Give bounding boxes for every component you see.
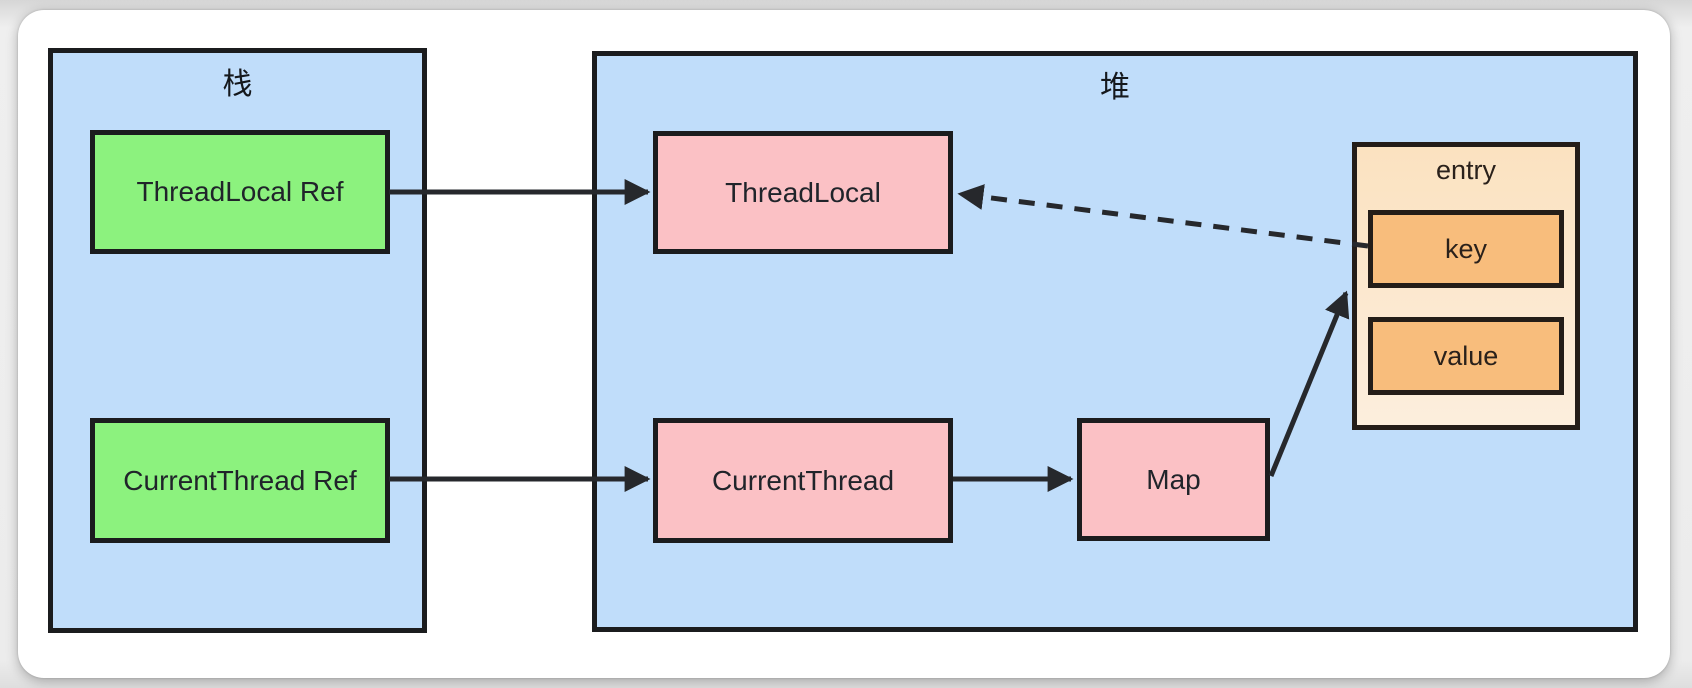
node-map: Map [1077, 418, 1270, 541]
entry-field-key: key [1368, 210, 1564, 288]
node-threadlocal-ref: ThreadLocal Ref [90, 130, 390, 254]
node-threadlocal: ThreadLocal [653, 131, 953, 254]
node-entry-title: entry [1435, 155, 1497, 185]
entry-field-value-label: value [1433, 340, 1499, 371]
node-currentthread-ref-label: CurrentThread Ref [123, 464, 357, 496]
heap-region-title: 堆 [1100, 71, 1130, 104]
node-threadlocal-label: ThreadLocal [725, 176, 881, 208]
stack-region-title: 栈 [222, 68, 253, 101]
node-map-label: Map [1146, 463, 1201, 495]
node-currentthread-ref: CurrentThread Ref [90, 418, 390, 543]
entry-field-key-label: key [1444, 233, 1488, 264]
diagram-canvas: 栈 堆 ThreadLocal Ref CurrentThread Ref Th… [18, 10, 1670, 678]
node-currentthread-label: CurrentThread [711, 464, 895, 496]
node-entry: entry key value [1352, 142, 1580, 430]
entry-field-value: value [1368, 317, 1564, 395]
node-threadlocal-ref-label: ThreadLocal Ref [136, 176, 344, 207]
node-currentthread: CurrentThread [653, 418, 953, 543]
